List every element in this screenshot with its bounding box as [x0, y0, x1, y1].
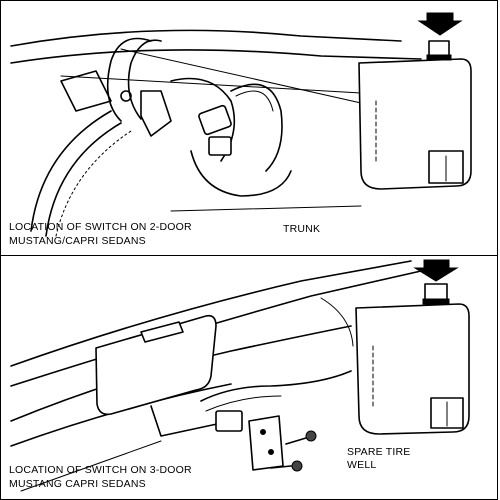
down-arrow-icon	[417, 12, 463, 36]
bottom-caption-line1: LOCATION OF SWITCH ON 3-DOOR	[9, 464, 192, 476]
hinge-arm	[106, 37, 152, 122]
latch-cover	[95, 314, 217, 416]
fender-arc	[30, 110, 112, 232]
spare-tire-label-line1: SPARE TIRE	[347, 446, 411, 458]
switch-wire	[150, 405, 232, 437]
trunk-label: TRUNK	[283, 223, 321, 235]
switch-body-3-door	[215, 410, 243, 432]
spare-tire-label-line2: WELL	[347, 459, 377, 471]
latch-mechanism	[140, 90, 172, 137]
trunk-opening-edge	[10, 260, 412, 367]
top-caption-line1: LOCATION OF SWITCH ON 2-DOOR	[9, 221, 192, 233]
bottom-caption-line2: MUSTANG CAPRI SEDANS	[9, 478, 146, 490]
bottom-panel-3-door: LOCATION OF SWITCH ON 3-DOOR MUSTANG CAP…	[0, 256, 498, 500]
top-caption-line2: MUSTANG/CAPRI SEDANS	[9, 235, 146, 247]
top-panel-2-door: LOCATION OF SWITCH ON 2-DOOR MUSTANG/CAP…	[0, 0, 498, 256]
bottom-illustration	[10, 259, 470, 492]
trunk-lid-edge	[10, 29, 402, 47]
top-illustration	[10, 12, 472, 237]
wiring-harness	[190, 150, 292, 197]
left-bracket	[60, 70, 112, 112]
switch-body	[198, 104, 232, 136]
mounting-bracket	[248, 415, 284, 471]
down-arrow-icon	[413, 259, 459, 282]
bolt-lower	[291, 460, 303, 472]
bolt-upper	[305, 430, 317, 442]
